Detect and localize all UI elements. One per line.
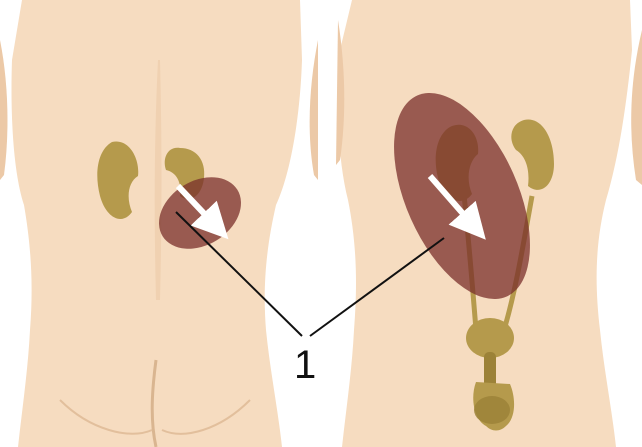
back-view-panel	[0, 0, 318, 447]
scrotum	[474, 396, 510, 424]
back-right-arm	[310, 40, 318, 180]
callout-label: 1	[294, 343, 316, 387]
front-right-arm	[631, 30, 642, 185]
back-left-arm	[0, 40, 7, 180]
front-view-panel	[336, 0, 642, 447]
